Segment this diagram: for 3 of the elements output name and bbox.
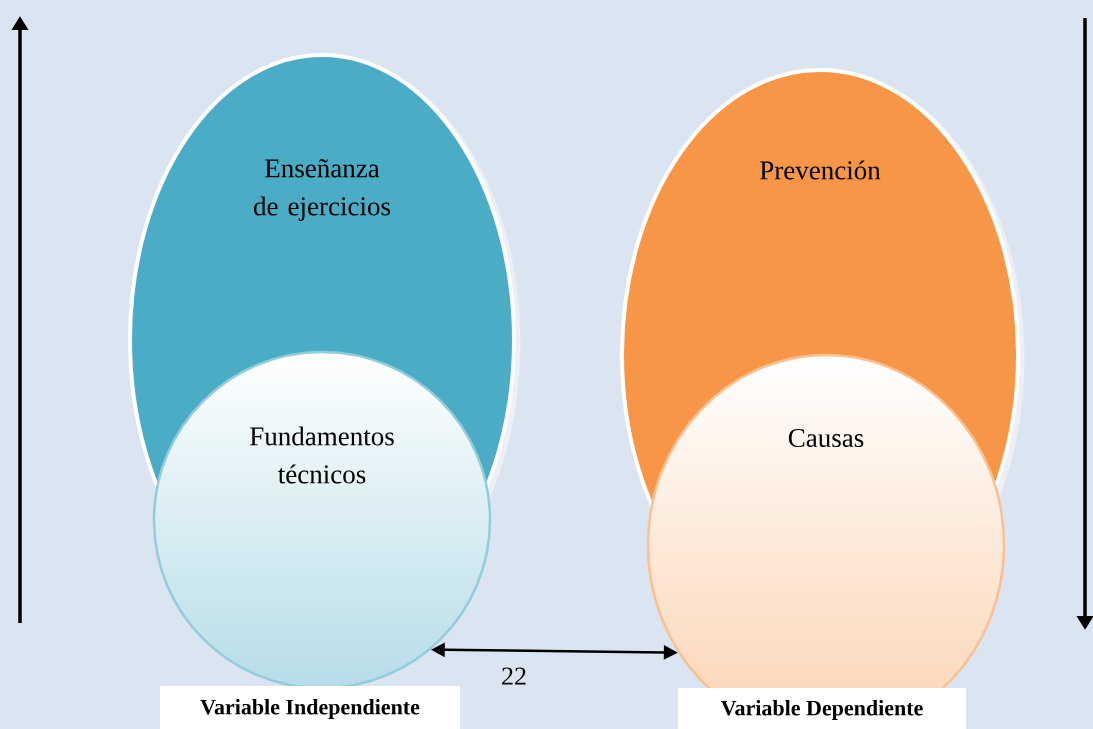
label-box: Variable Dependiente bbox=[678, 688, 966, 729]
label-box: Variable Independiente bbox=[160, 686, 460, 729]
page-number: 22 bbox=[502, 667, 526, 685]
